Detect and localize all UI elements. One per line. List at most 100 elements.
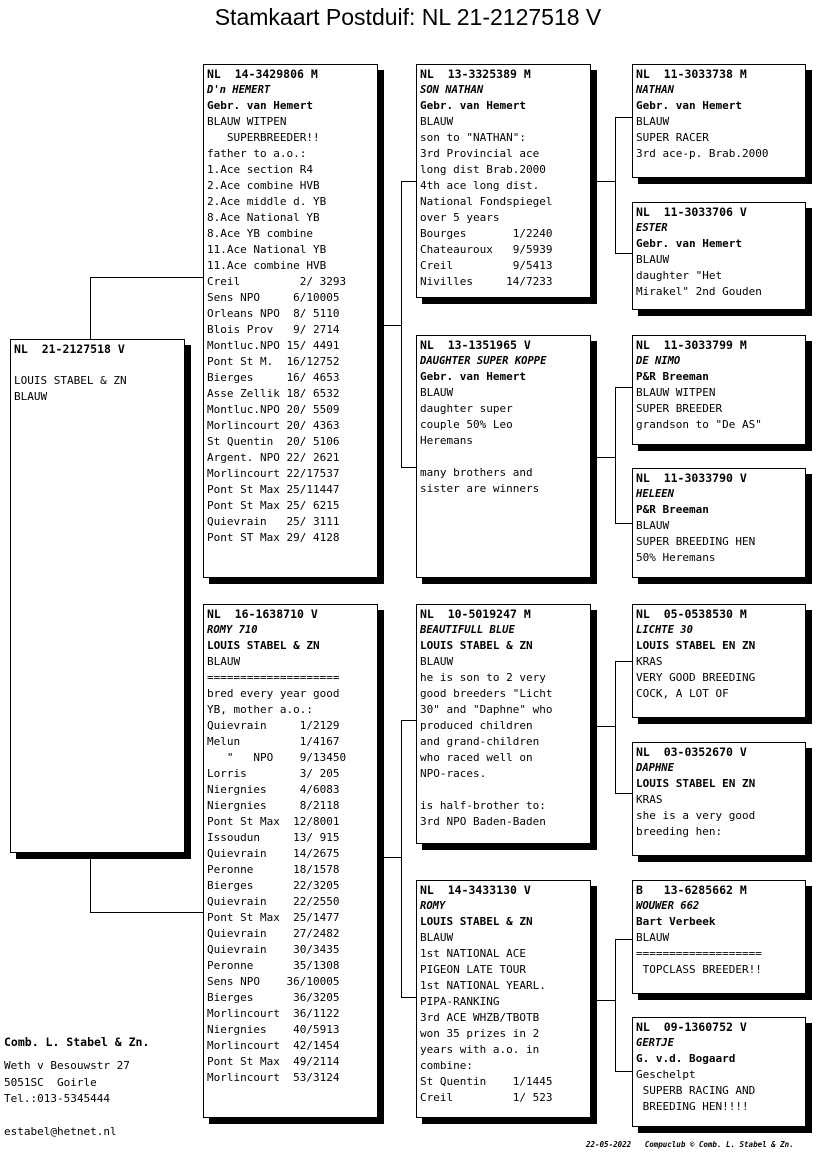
pigeon-name: SON NATHAN — [420, 84, 484, 96]
detail-line — [420, 449, 587, 465]
detail-line: long dist Brab.2000 — [420, 163, 546, 176]
detail-line: 30" and "Daphne" who — [420, 703, 553, 716]
detail-line: BLAUW — [207, 655, 241, 668]
detail-line: Chateauroux 9/5939 — [420, 243, 553, 256]
ring-number: NL 05-0538530 M — [636, 607, 747, 621]
pigeon-card-father-father: NL 13-3325389 M SON NATHAN Gebr. van Hem… — [416, 64, 591, 298]
detail-line: Argent. NPO 22/ 2621 — [207, 451, 340, 464]
company-name: Comb. L. Stabel & Zn. — [4, 1035, 150, 1049]
detail-line: Bierges 22/3205 — [207, 879, 340, 892]
detail-line: =================== — [636, 947, 762, 960]
connector-line — [615, 939, 616, 1072]
pigeon-name: ROMY — [420, 900, 446, 912]
connector-line — [615, 939, 633, 940]
detail-line: Montluc.NPO 20/ 5509 — [207, 403, 340, 416]
email-link[interactable]: estabel@hetnet.nl — [4, 1125, 117, 1138]
detail-line: YB, mother a.o.: — [207, 703, 313, 716]
detail-line: years with a.o. in — [420, 1043, 540, 1056]
pigeon-name: D'n HEMERT — [207, 84, 271, 96]
detail-line: BLAUW — [636, 519, 670, 532]
detail-line: Melun 1/4167 — [207, 735, 340, 748]
pigeon-name: DAPHNE — [636, 762, 674, 774]
detail-line: St Quentin 1/1445 — [420, 1075, 553, 1088]
pigeon-card-mff: NL 05-0538530 M LICHTE 30 LOUIS STABEL E… — [632, 604, 806, 718]
owner: P&R Breeman — [636, 503, 709, 516]
detail-lines: BLAUW=================== TOPCLASS BREEDE… — [636, 930, 802, 978]
detail-line: PIPA-RANKING — [420, 995, 500, 1008]
detail-line: SUPER RACER — [636, 131, 709, 144]
detail-line: Sens NPO 36/10005 — [207, 975, 340, 988]
detail-line: Orleans NPO 8/ 5110 — [207, 307, 340, 320]
detail-line: Lorris 3/ 205 — [207, 767, 340, 780]
connector-line — [384, 325, 401, 326]
detail-lines: BLAUW====================bred every year… — [207, 654, 374, 1086]
detail-line: BLAUW — [14, 390, 48, 403]
detail-line: who raced well on — [420, 751, 533, 764]
detail-line — [420, 782, 587, 798]
connector-line — [384, 857, 401, 858]
pigeon-card-fmf: NL 11-3033799 M DE NIMO P&R Breeman BLAU… — [632, 335, 806, 445]
owner: LOUIS STABEL EN ZN — [636, 639, 756, 652]
detail-line: 3rd NPO Baden-Baden — [420, 815, 546, 828]
detail-line: sister are winners — [420, 482, 540, 495]
detail-line: COCK, A LOT OF — [636, 687, 729, 700]
detail-line: 2.Ace middle d. YB — [207, 195, 327, 208]
detail-line: combine: — [420, 1059, 473, 1072]
pigeon-card-main: NL 21-2127518 V LOUIS STABEL & ZN BLAUW — [10, 339, 185, 853]
address-street: Weth v Besouwstr 27 — [4, 1059, 130, 1072]
detail-line: is half-brother to: — [420, 799, 546, 812]
owner: Gebr. van Hemert — [420, 99, 526, 112]
detail-line: Sens NPO 6/10005 — [207, 291, 340, 304]
owner: G. v.d. Bogaard — [636, 1052, 736, 1065]
detail-line: won 35 prizes in 2 — [420, 1027, 540, 1040]
connector-line — [90, 277, 204, 278]
detail-line: 3rd ACE WHZB/TBOTB — [420, 1011, 540, 1024]
detail-line: BLAUW — [420, 931, 454, 944]
detail-line: Morlincourt 53/3124 — [207, 1071, 340, 1084]
detail-line: over 5 years — [420, 211, 500, 224]
detail-line: NPO-races. — [420, 767, 487, 780]
owner: LOUIS STABEL & ZN — [420, 915, 533, 928]
connector-line — [401, 720, 402, 997]
detail-line: Heremans — [420, 434, 473, 447]
pigeon-name: NATHAN — [636, 84, 674, 96]
detail-line: BLAUW — [420, 655, 454, 668]
pigeon-card-mmm: NL 09-1360752 V GERTJE G. v.d. Bogaard G… — [632, 1017, 806, 1127]
detail-line: Pont St Max 49/2114 — [207, 1055, 340, 1068]
connector-line — [615, 523, 633, 524]
detail-line: bred every year good — [207, 687, 340, 700]
owner: Gebr. van Hemert — [420, 370, 526, 383]
detail-line: 3rd ace-p. Brab.2000 — [636, 147, 769, 160]
ring-number: NL 11-3033738 M — [636, 67, 747, 81]
pigeon-name: ROMY 710 — [207, 624, 258, 636]
ring-number: NL 21-2127518 V — [14, 342, 125, 356]
detail-line: couple 50% Leo — [420, 418, 513, 431]
detail-line: he is son to 2 very — [420, 671, 546, 684]
connector-line — [90, 277, 91, 340]
owner: Bart Verbeek — [636, 915, 716, 928]
detail-line: Morlincourt 22/17537 — [207, 467, 340, 480]
owner: LOUIS STABEL & ZN — [420, 639, 533, 652]
phone: Tel.:013-5345444 — [4, 1092, 110, 1105]
detail-line: Nivilles 14/7233 — [420, 275, 553, 288]
detail-line: SUPER BREEDING HEN — [636, 535, 756, 548]
detail-line: " NPO 9/13450 — [207, 751, 347, 764]
print-stamp: 22-05-2022 Compuclub © Comb. L. Stabel &… — [586, 1140, 794, 1149]
detail-line: National Fondspiegel — [420, 195, 553, 208]
detail-line: Morlincourt 36/1122 — [207, 1007, 340, 1020]
detail-line: Bierges 36/3205 — [207, 991, 340, 1004]
ring-number: NL 03-0352670 V — [636, 745, 747, 759]
connector-line — [615, 253, 633, 254]
detail-line: 2.Ace combine HVB — [207, 179, 320, 192]
ring-number: NL 09-1360752 V — [636, 1020, 747, 1034]
detail-line: daughter "Het — [636, 269, 723, 282]
detail-line: Asse Zellik 18/ 6532 — [207, 387, 340, 400]
